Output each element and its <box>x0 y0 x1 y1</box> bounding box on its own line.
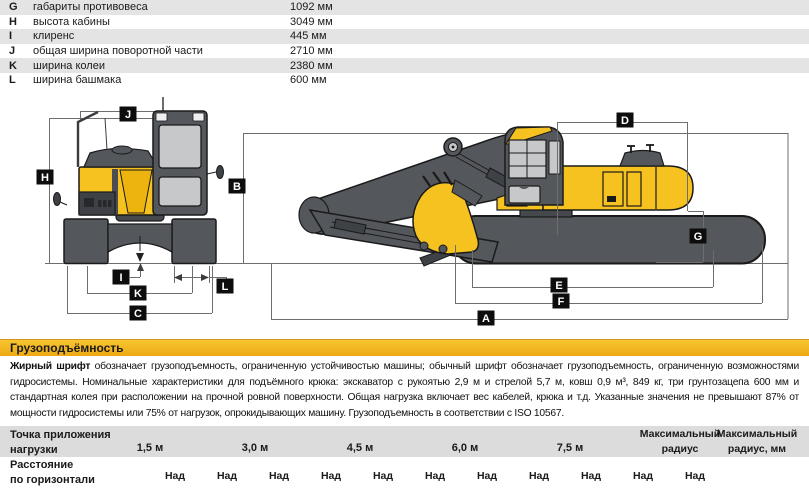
table-row: H высота кабины 3049 мм <box>0 15 809 30</box>
dimension-description: ширина башмака <box>33 74 122 87</box>
dimension-label-L: L <box>216 278 234 294</box>
dimension-label-H: H <box>36 169 54 185</box>
dimension-letter: H <box>9 15 17 28</box>
dimension-value: 445 мм <box>290 30 327 43</box>
svg-text:A: A <box>482 313 490 325</box>
max-radius-mm-header: Максимальный радиус, мм <box>716 428 798 455</box>
load-table-header: Точка приложения нагрузки 1,5 м 3,0 м 4,… <box>0 426 809 457</box>
capacity-body-text: обозначает грузоподъемность, ограниченну… <box>10 361 800 419</box>
dimension-arrowheads <box>137 263 209 281</box>
dimension-value: 2710 мм <box>290 45 333 58</box>
dimension-label-G: G <box>689 228 707 244</box>
svg-text:I: I <box>119 272 122 284</box>
dimension-value: 600 мм <box>290 74 327 87</box>
load-cell: Над <box>216 470 238 482</box>
dimension-label-F: F <box>552 293 570 309</box>
svg-text:C: C <box>134 308 142 320</box>
row-label-line1: Расстояние <box>10 459 74 471</box>
dimension-letter: L <box>9 74 16 87</box>
row-label: Расстояние по горизонтали <box>10 458 95 488</box>
load-cell: Над <box>320 470 342 482</box>
rear-view-drawing <box>53 97 224 265</box>
table-row: K ширина колеи 2380 мм <box>0 58 809 73</box>
load-cell: Над <box>372 470 394 482</box>
dimension-label-A: A <box>477 310 495 326</box>
load-cell: Над <box>476 470 498 482</box>
svg-text:G: G <box>694 231 703 243</box>
svg-text:E: E <box>555 280 562 292</box>
load-cell: Над <box>684 470 706 482</box>
dimension-description: ширина колеи <box>33 59 105 72</box>
table-row: G габариты противовеса 1092 мм <box>0 0 809 15</box>
dimension-value: 1092 мм <box>290 1 333 14</box>
column-header: 7,5 м <box>556 442 584 454</box>
column-header: 1,5 м <box>136 442 164 454</box>
section-title: Грузоподъёмность <box>10 341 124 355</box>
dimension-letter: I <box>9 30 13 43</box>
load-cell: Над <box>164 470 186 482</box>
load-cell: Над <box>268 470 290 482</box>
dimension-description: общая ширина поворотной части <box>33 45 203 58</box>
capacity-section-header: Грузоподъёмность <box>0 339 809 356</box>
capacity-description: Жирный шрифт обозначает грузоподъемность… <box>10 359 799 421</box>
table-row: I клиренс 445 мм <box>0 29 809 44</box>
svg-text:L: L <box>222 281 229 293</box>
load-table-row: Расстояние по горизонтали Над Над Над На… <box>0 457 809 488</box>
svg-text:D: D <box>621 115 629 127</box>
table-row: J общая ширина поворотной части 2710 мм <box>0 44 809 59</box>
svg-text:J: J <box>125 109 131 121</box>
load-cell: Над <box>632 470 654 482</box>
load-cell: Над <box>580 470 602 482</box>
table-row: L ширина башмака 600 мм <box>0 73 809 88</box>
load-cell: Над <box>424 470 446 482</box>
dimension-value: 3049 мм <box>290 15 333 28</box>
dimension-value: 2380 мм <box>290 59 333 72</box>
dimension-labels: A B C D E F G H <box>36 106 707 326</box>
dimension-label-K: K <box>129 285 147 301</box>
capacity-lead-bold: Жирный шрифт <box>10 361 91 372</box>
row-label-line2: по горизонтали <box>10 474 95 486</box>
load-point-label-line1: Точка приложения <box>10 429 111 441</box>
svg-text:K: K <box>134 288 142 300</box>
dimension-label-J: J <box>119 106 137 122</box>
dimension-label-D: D <box>616 112 634 128</box>
load-point-label-line2: нагрузки <box>10 443 58 456</box>
dimensions-table: G габариты противовеса 1092 мм H высота … <box>0 0 809 88</box>
excavator-dimension-diagram: A B C D E F G H <box>36 97 789 326</box>
svg-text:H: H <box>41 172 49 184</box>
svg-text:F: F <box>558 296 565 308</box>
column-header: 3,0 м <box>241 442 269 454</box>
load-point-label: Точка приложения нагрузки <box>10 428 111 457</box>
load-cell: Над <box>528 470 550 482</box>
dimension-label-I: I <box>112 269 130 285</box>
dimension-description: габариты противовеса <box>33 1 148 14</box>
dimension-letter: K <box>9 59 17 72</box>
column-header: 4,5 м <box>346 442 374 454</box>
dimension-label-B: B <box>228 178 246 194</box>
side-view-drawing <box>298 126 766 267</box>
dimension-label-C: C <box>129 305 147 321</box>
dimension-letter: G <box>9 1 18 14</box>
svg-text:B: B <box>233 181 241 193</box>
max-radius-header: Максимальный радиус <box>639 428 721 455</box>
dimension-letter: J <box>9 45 16 58</box>
column-header: 6,0 м <box>451 442 479 454</box>
dimension-description: высота кабины <box>33 15 110 28</box>
dimension-label-E: E <box>550 277 568 293</box>
dimension-description: клиренс <box>33 30 75 43</box>
